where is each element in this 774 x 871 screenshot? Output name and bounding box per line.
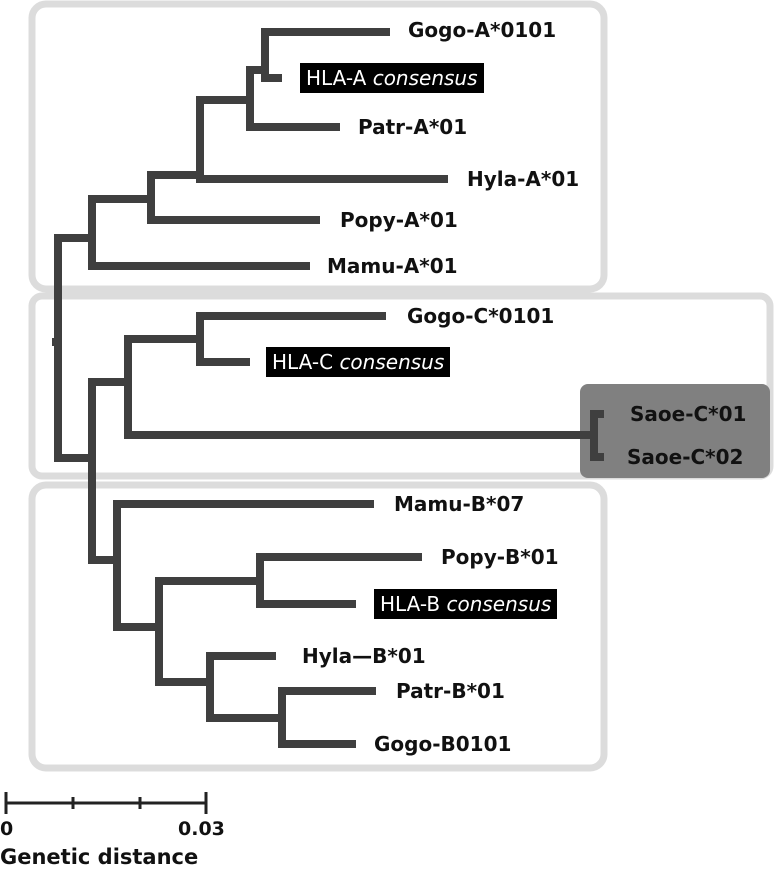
leaf-label-mamu-b: Mamu-B*07 [394, 492, 525, 516]
leaf-label-saoe-c2: Saoe-C*02 [627, 445, 744, 469]
hla-b-consensus: consensus [446, 592, 552, 616]
leaf-label-gogo-c: Gogo-C*0101 [407, 304, 555, 328]
leaf-label-gogo-b: Gogo-B0101 [374, 732, 512, 756]
hla-a-prefix: HLA-A [306, 66, 367, 90]
group-box-hla-b [28, 481, 608, 772]
hla-a-consensus: consensus [372, 66, 478, 90]
group-box-saoe [580, 384, 770, 478]
leaf-label-gogo-a: Gogo-A*0101 [408, 18, 557, 42]
group-box-hla-a [28, 0, 608, 293]
scale-bar-title: Genetic distance [0, 845, 199, 869]
leaf-label-saoe-c1: Saoe-C*01 [630, 402, 747, 426]
hla-c-prefix: HLA-C [272, 350, 334, 374]
leaf-label-hyla-a: Hyla-A*01 [467, 167, 580, 191]
leaf-label-patr-b: Patr-B*01 [396, 679, 505, 703]
leaf-label-hla-a: HLA-A consensus [300, 63, 484, 93]
leaf-label-hyla-b: Hyla—B*01 [302, 644, 426, 668]
hla-b-prefix: HLA-B [380, 592, 441, 616]
scale-bar-max-label: 0.03 [178, 818, 225, 840]
leaf-label-popy-a: Popy-A*01 [340, 208, 458, 232]
leaf-label-hla-b: HLA-B consensus [374, 589, 558, 619]
leaf-label-hla-c: HLA-C consensus [266, 347, 451, 377]
leaf-label-popy-b: Popy-B*01 [441, 545, 559, 569]
hla-c-consensus: consensus [339, 350, 445, 374]
scale-bar-min-label: 0 [0, 818, 14, 840]
leaf-label-patr-a: Patr-A*01 [358, 115, 468, 139]
group-box-hla-c [28, 292, 774, 480]
leaf-label-mamu-a: Mamu-A*01 [327, 254, 458, 278]
